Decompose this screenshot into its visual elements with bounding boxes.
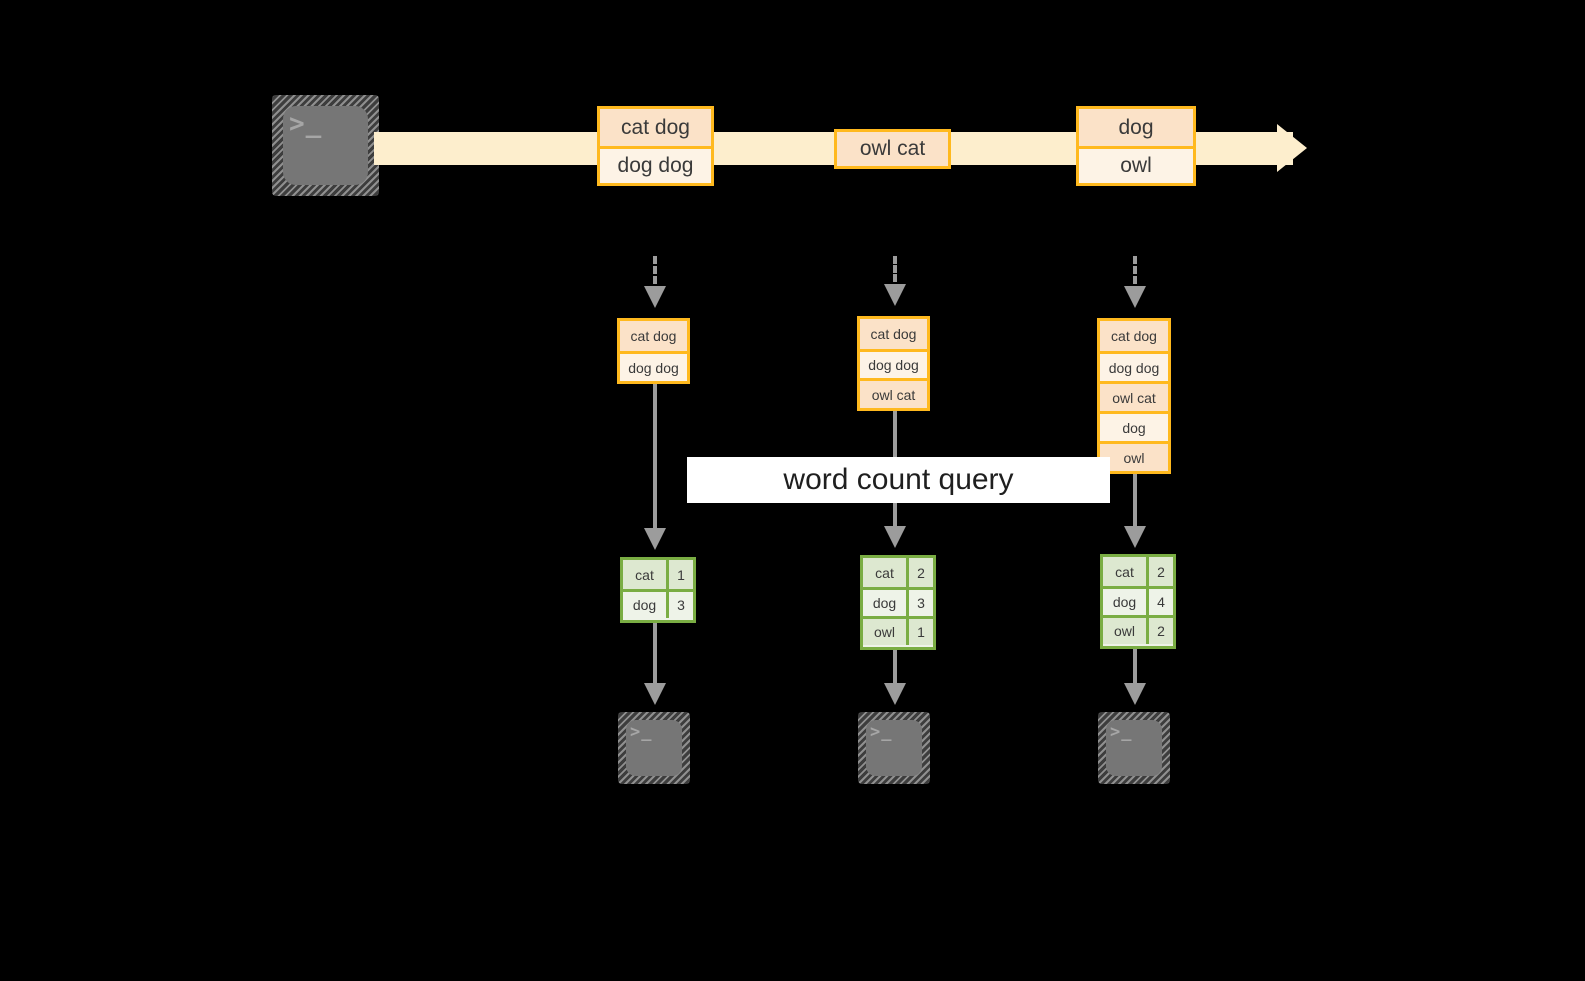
- record-line: cat dog: [600, 109, 711, 146]
- column-2-sink-arrowhead: [884, 683, 906, 705]
- result-count: 2: [1146, 618, 1173, 644]
- result-word: cat: [1103, 557, 1146, 586]
- table-row: dog 3: [623, 589, 693, 618]
- query-label: word count query: [687, 457, 1110, 503]
- result-word: cat: [623, 560, 666, 589]
- result-count: 1: [906, 619, 933, 645]
- terminal-prompt-glyph: >_: [289, 109, 323, 139]
- column-3-input-table: cat dog dog dog owl cat dog owl: [1097, 318, 1171, 474]
- column-1-sink-arrowhead: [644, 683, 666, 705]
- record-line: dog dog: [600, 146, 711, 183]
- terminal-prompt-glyph: >_: [870, 722, 893, 742]
- table-row: dog 3: [863, 587, 933, 616]
- result-word: dog: [1103, 589, 1146, 615]
- result-word: owl: [1103, 618, 1146, 644]
- column-1-input-table: cat dog dog dog: [617, 318, 690, 384]
- table-row: cat 2: [1103, 557, 1173, 586]
- terminal-screen: [1106, 720, 1162, 776]
- result-word: owl: [863, 619, 906, 645]
- dashed-connector-3: [1133, 256, 1137, 284]
- column-1-query-line: [653, 384, 657, 530]
- result-word: dog: [863, 590, 906, 616]
- terminal-screen: [283, 106, 368, 185]
- record-line: cat dog: [1100, 321, 1168, 351]
- column-3-query-line: [1133, 474, 1137, 528]
- record-line: owl: [1100, 441, 1168, 471]
- column-1-sink-terminal-icon: >_: [618, 712, 690, 784]
- column-2-input-table: cat dog dog dog owl cat: [857, 316, 930, 411]
- record-line: cat dog: [620, 321, 687, 351]
- column-1-result-table: cat 1 dog 3: [620, 557, 696, 623]
- dashed-connector-arrowhead-1: [644, 286, 666, 308]
- record-line: dog dog: [1100, 351, 1168, 381]
- result-word: dog: [623, 592, 666, 618]
- table-row: cat 1: [623, 560, 693, 589]
- result-count: 2: [1146, 557, 1173, 586]
- record-line: owl cat: [860, 378, 927, 409]
- dashed-connector-arrowhead-2: [884, 284, 906, 306]
- record-line: owl: [1079, 146, 1193, 183]
- stream-batch-1: cat dog dog dog: [597, 106, 714, 186]
- column-2-sink-line: [893, 650, 897, 685]
- table-row: owl 2: [1103, 615, 1173, 644]
- result-count: 4: [1146, 589, 1173, 615]
- stream-arrow-head: [1277, 124, 1307, 172]
- column-3-sink-terminal-icon: >_: [1098, 712, 1170, 784]
- table-row: owl 1: [863, 616, 933, 645]
- result-count: 1: [666, 560, 693, 589]
- terminal-prompt-glyph: >_: [1110, 722, 1133, 742]
- source-terminal-icon: >_: [272, 95, 379, 196]
- stream-batch-2: owl cat: [834, 129, 951, 169]
- record-line: dog dog: [860, 348, 927, 379]
- column-1-sink-line: [653, 623, 657, 685]
- terminal-prompt-glyph: >_: [630, 722, 653, 742]
- result-count: 2: [906, 558, 933, 587]
- column-2-result-table: cat 2 dog 3 owl 1: [860, 555, 936, 650]
- dashed-connector-2: [893, 256, 897, 282]
- column-3-sink-arrowhead: [1124, 683, 1146, 705]
- column-2-sink-terminal-icon: >_: [858, 712, 930, 784]
- column-3-query-arrowhead: [1124, 526, 1146, 548]
- column-3-sink-line: [1133, 649, 1137, 685]
- dashed-connector-arrowhead-3: [1124, 286, 1146, 308]
- record-line: dog dog: [620, 351, 687, 381]
- column-2-query-arrowhead: [884, 526, 906, 548]
- result-count: 3: [906, 590, 933, 616]
- dashed-connector-1: [653, 256, 657, 284]
- result-word: cat: [863, 558, 906, 587]
- column-1-query-arrowhead: [644, 528, 666, 550]
- record-line: cat dog: [860, 319, 927, 349]
- record-line: owl cat: [837, 132, 948, 166]
- result-count: 3: [666, 592, 693, 618]
- record-line: owl cat: [1100, 381, 1168, 411]
- table-row: dog 4: [1103, 586, 1173, 615]
- record-line: dog: [1079, 109, 1193, 146]
- terminal-screen: [626, 720, 682, 776]
- terminal-screen: [866, 720, 922, 776]
- stream-batch-3: dog owl: [1076, 106, 1196, 186]
- table-row: cat 2: [863, 558, 933, 587]
- column-3-result-table: cat 2 dog 4 owl 2: [1100, 554, 1176, 649]
- record-line: dog: [1100, 411, 1168, 441]
